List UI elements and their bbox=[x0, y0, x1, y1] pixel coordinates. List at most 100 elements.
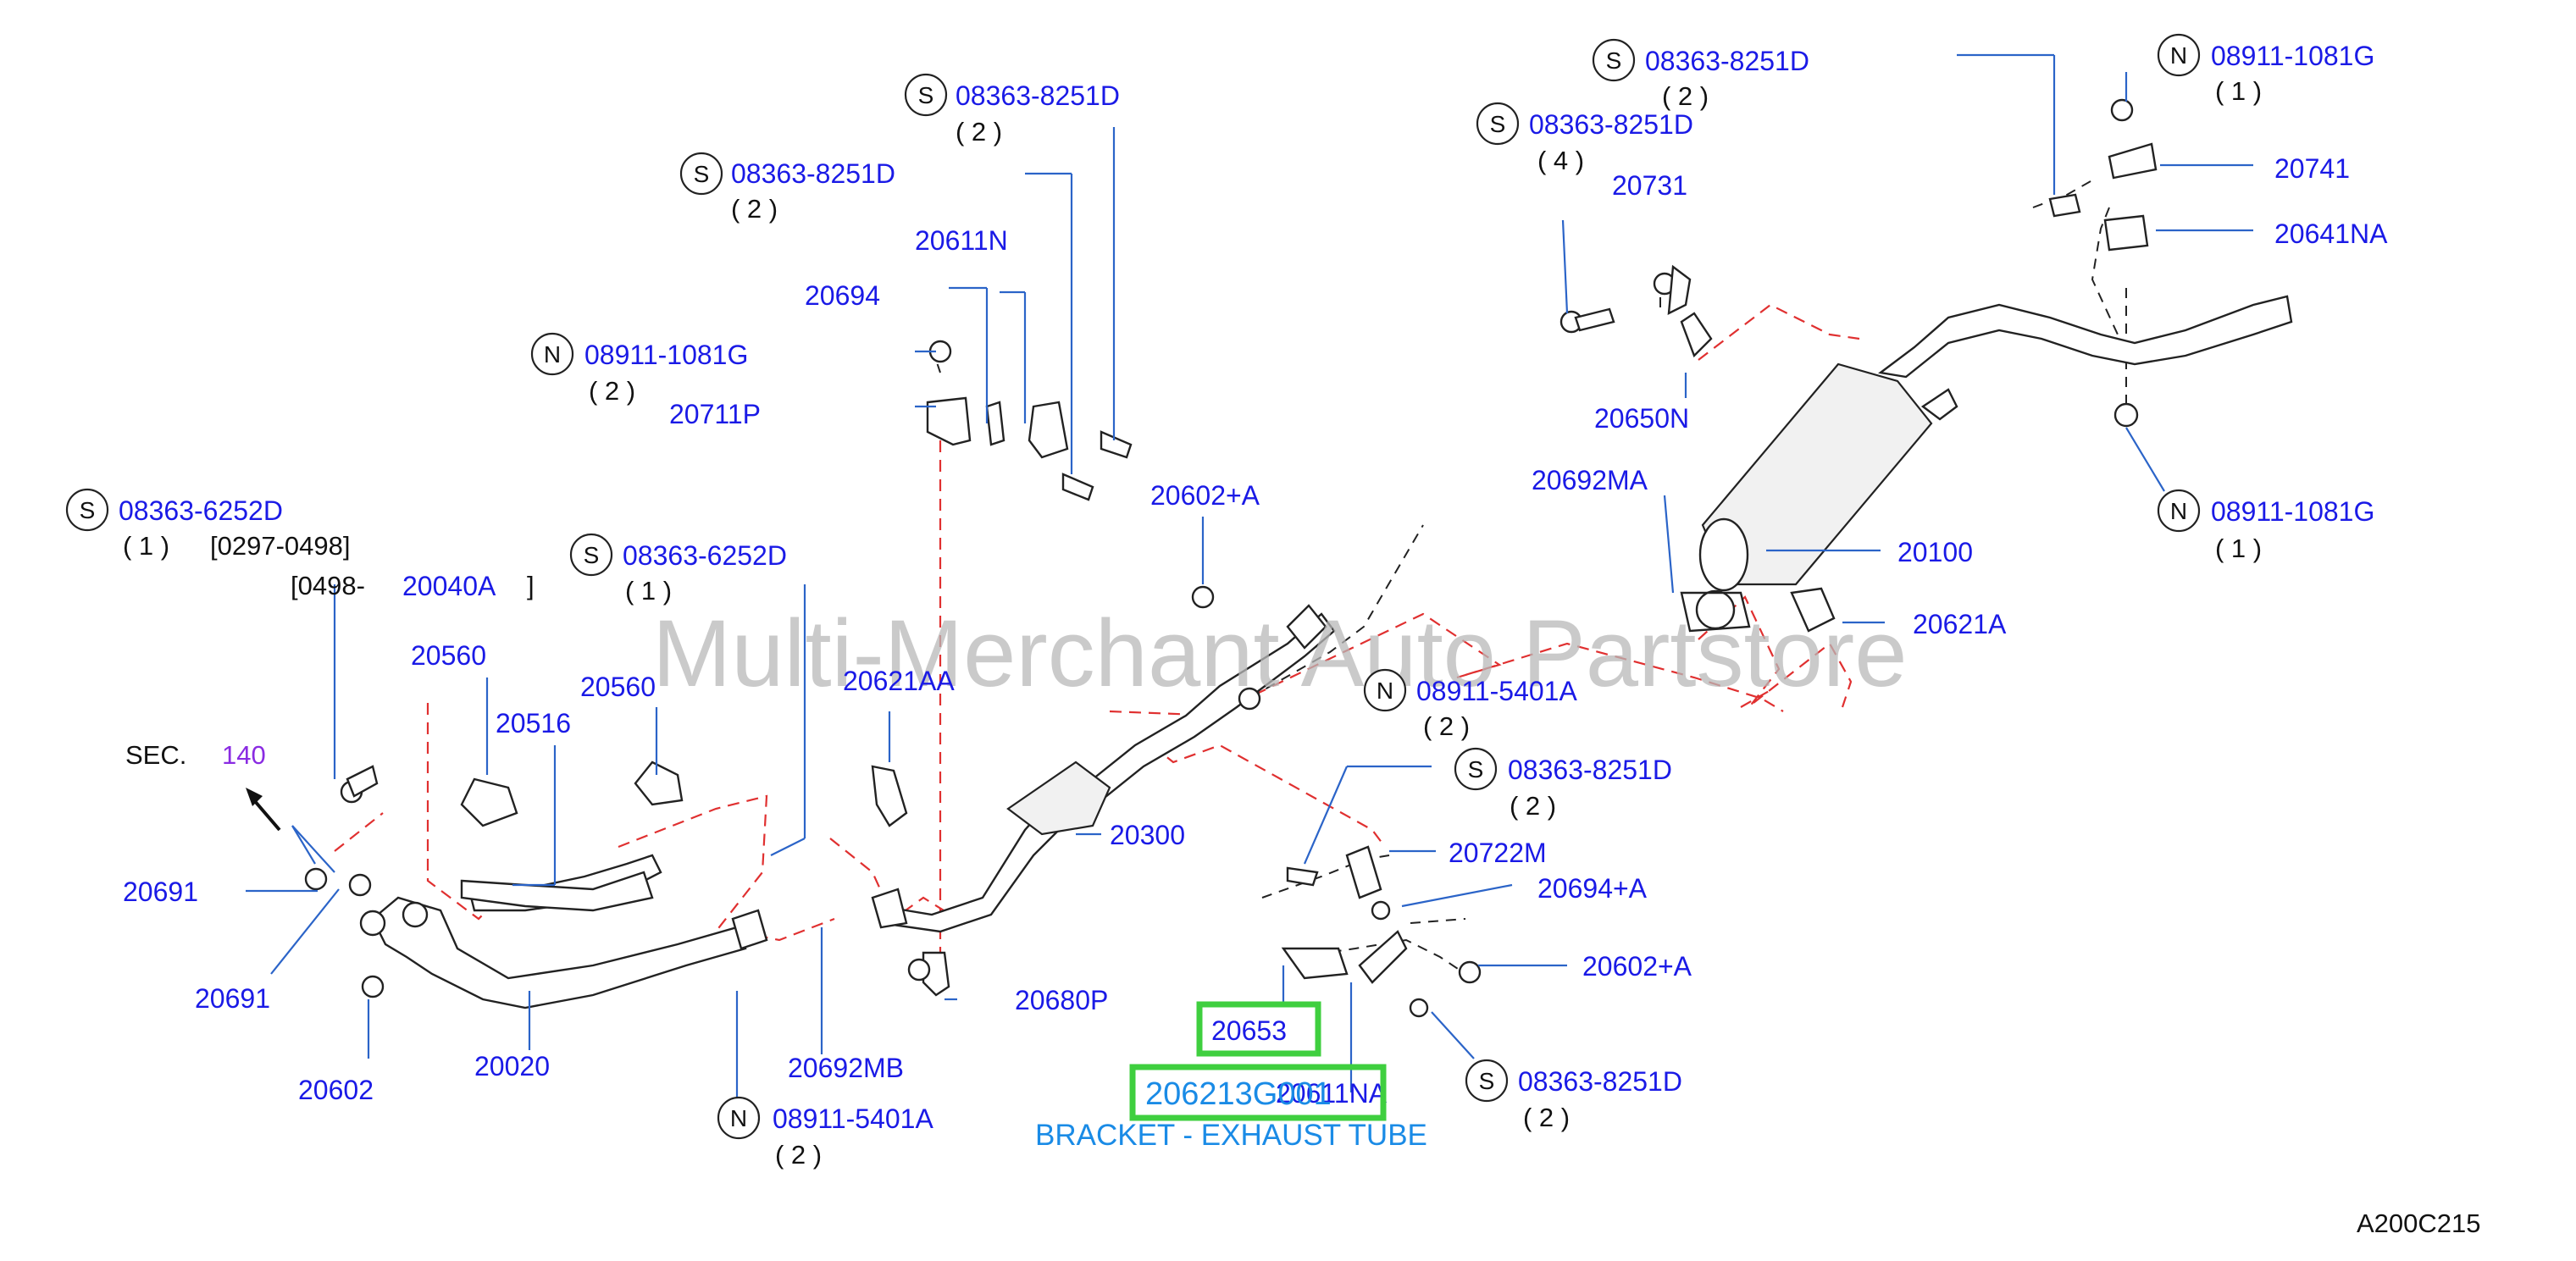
section-number: 140 bbox=[222, 740, 266, 770]
callout-s6[interactable]: S 08363-8251D ( 2 ) bbox=[1465, 1059, 1682, 1132]
callout-prefix: N bbox=[730, 1105, 747, 1131]
callout-prefix: S bbox=[1490, 111, 1506, 137]
callout-prefix: S bbox=[694, 161, 710, 187]
part-label-20694A[interactable]: 20694+A bbox=[1537, 873, 1648, 904]
quantity: ( 2 ) bbox=[956, 117, 1002, 147]
callout-prefix: N bbox=[544, 341, 561, 368]
callout-n1[interactable]: N 08911-1081G ( 2 ) bbox=[530, 332, 748, 406]
part-label-20694[interactable]: 20694 bbox=[805, 280, 880, 311]
part-number: 08363-6252D bbox=[119, 495, 283, 526]
part-label-20722M[interactable]: 20722M bbox=[1449, 838, 1547, 868]
standard-part-icon bbox=[1476, 102, 1520, 146]
part-label-20650N[interactable]: 20650N bbox=[1594, 403, 1689, 434]
standard-part-icon bbox=[904, 73, 948, 117]
part-number: 08911-1081G bbox=[2211, 496, 2374, 527]
part-label-20602A-bottom[interactable]: 20602+A bbox=[1582, 951, 1692, 982]
part-number: 08363-8251D bbox=[956, 80, 1120, 111]
part-label-20516[interactable]: 20516 bbox=[496, 708, 571, 738]
callout-n2[interactable]: N 08911-5401A ( 2 ) bbox=[717, 1096, 933, 1170]
front-exhaust-tube bbox=[359, 896, 768, 1009]
callout-prefix: N bbox=[2170, 42, 2187, 69]
callout-prefix: S bbox=[1468, 756, 1484, 783]
part-label-20602[interactable]: 20602 bbox=[298, 1075, 374, 1105]
part-label-20641NA[interactable]: 20641NA bbox=[2274, 218, 2388, 249]
part-label-20731[interactable]: 20731 bbox=[1612, 170, 1687, 201]
part-label-20300[interactable]: 20300 bbox=[1110, 820, 1185, 850]
highlight-box-small bbox=[1196, 1001, 1321, 1057]
part-label-20560-a[interactable]: 20560 bbox=[411, 640, 486, 671]
part-label-20611N[interactable]: 20611N bbox=[915, 225, 1008, 256]
part-number: 08363-8251D bbox=[1518, 1066, 1682, 1097]
standard-part-icon bbox=[679, 152, 723, 196]
callout-n5[interactable]: N 08911-1081G ( 1 ) bbox=[2157, 489, 2374, 563]
muffler-assembly bbox=[1680, 295, 2293, 633]
part-number: 08911-1081G bbox=[2211, 41, 2374, 71]
part-label-20560-b[interactable]: 20560 bbox=[580, 672, 656, 702]
leader-lines bbox=[246, 53, 2253, 1118]
highlight-description: BRACKET - EXHAUST TUBE bbox=[1035, 1119, 1427, 1152]
part-number: 08363-8251D bbox=[1529, 109, 1693, 140]
quantity: ( 2 ) bbox=[1523, 1103, 1570, 1132]
callout-prefix: S bbox=[1606, 47, 1622, 74]
part-label-20621AA[interactable]: 20621AA bbox=[843, 666, 955, 696]
part-label-20691-a[interactable]: 20691 bbox=[123, 877, 198, 907]
part-label-20040A[interactable]: 20040A bbox=[402, 571, 496, 601]
date-code-from: [0297-0498] bbox=[210, 531, 350, 561]
callout-s5[interactable]: S 08363-8251D ( 2 ) bbox=[1454, 747, 1672, 821]
part-number: 08363-8251D bbox=[731, 158, 895, 189]
part-number: 08363-8251D bbox=[1645, 46, 1809, 76]
part-label-20692MA[interactable]: 20692MA bbox=[1532, 465, 1648, 495]
highlight-box-large bbox=[1129, 1064, 1387, 1121]
quantity: ( 2 ) bbox=[1423, 711, 1470, 741]
callout-n3[interactable]: N 08911-5401A ( 2 ) bbox=[1363, 668, 1577, 741]
quantity: ( 2 ) bbox=[589, 376, 635, 406]
callout-s3[interactable]: S 08363-6252D ( 1 ) bbox=[65, 488, 283, 561]
part-label-20711P[interactable]: 20711P bbox=[669, 399, 761, 429]
part-number: 08911-1081G bbox=[584, 340, 748, 370]
callout-s2[interactable]: S 08363-8251D ( 2 ) bbox=[679, 152, 895, 224]
section-reference[interactable]: SEC. 140 bbox=[125, 740, 266, 770]
callout-s7[interactable]: S 08363-8251D ( 2 ) bbox=[1592, 38, 1809, 111]
part-label-20100[interactable]: 20100 bbox=[1897, 537, 1973, 567]
callout-prefix: S bbox=[80, 497, 96, 523]
part-label-20680P[interactable]: 20680P bbox=[1015, 985, 1108, 1015]
quantity: ( 1 ) bbox=[625, 576, 672, 606]
quantity: ( 2 ) bbox=[775, 1140, 822, 1170]
part-labels: 20611N 20694 20711P 20602+A 20040A 20560… bbox=[123, 153, 2388, 1109]
date-code-to: [0498- bbox=[291, 571, 365, 600]
callout-n4[interactable]: N 08911-1081G ( 1 ) bbox=[2157, 33, 2374, 106]
callout-prefix: N bbox=[2170, 498, 2187, 524]
part-label-20621A[interactable]: 20621A bbox=[1913, 609, 2007, 639]
callout-prefix: S bbox=[584, 542, 600, 568]
standard-part-icon bbox=[569, 533, 613, 577]
callout-prefix: S bbox=[1479, 1068, 1495, 1094]
quantity: ( 1 ) bbox=[2215, 76, 2262, 106]
date-code-close: ] bbox=[527, 571, 535, 600]
standard-part-icon bbox=[65, 488, 109, 532]
watermark: Multi-Merchant Auto Partstore bbox=[652, 600, 1907, 706]
part-label-20611NA[interactable]: 20611NA bbox=[1276, 1078, 1388, 1109]
part-number: 08911-5401A bbox=[773, 1103, 933, 1134]
callout-s8[interactable]: S 08363-8251D ( 4 ) bbox=[1476, 102, 1693, 175]
highlighted-part-callout[interactable]: 20653 206213G001 BRACKET - EXHAUST TUBE bbox=[1035, 1001, 1427, 1152]
part-number: 08363-8251D bbox=[1508, 755, 1672, 785]
quantity: ( 1 ) bbox=[123, 531, 169, 561]
callout-s4[interactable]: S 08363-6252D ( 1 ) bbox=[569, 533, 787, 606]
part-label-20020[interactable]: 20020 bbox=[474, 1051, 550, 1081]
part-label-20602A-top[interactable]: 20602+A bbox=[1150, 480, 1260, 511]
quantity: ( 2 ) bbox=[1510, 791, 1556, 821]
quantity: ( 1 ) bbox=[2215, 534, 2262, 563]
standard-part-icon bbox=[717, 1096, 761, 1140]
standard-part-icon bbox=[1454, 747, 1498, 791]
front-arrow-icon bbox=[246, 788, 281, 832]
quantity: ( 2 ) bbox=[731, 194, 778, 224]
part-label-20691-b[interactable]: 20691 bbox=[195, 983, 270, 1014]
highlight-part-number: 20653 bbox=[1211, 1015, 1287, 1046]
standard-part-icon bbox=[1465, 1059, 1509, 1103]
callout-s1[interactable]: S 08363-8251D ( 2 ) bbox=[904, 73, 1120, 147]
quantity: ( 4 ) bbox=[1537, 146, 1584, 175]
part-label-20741[interactable]: 20741 bbox=[2274, 153, 2350, 184]
callout-prefix: N bbox=[1377, 678, 1393, 704]
part-label-20692MB[interactable]: 20692MB bbox=[788, 1053, 904, 1083]
